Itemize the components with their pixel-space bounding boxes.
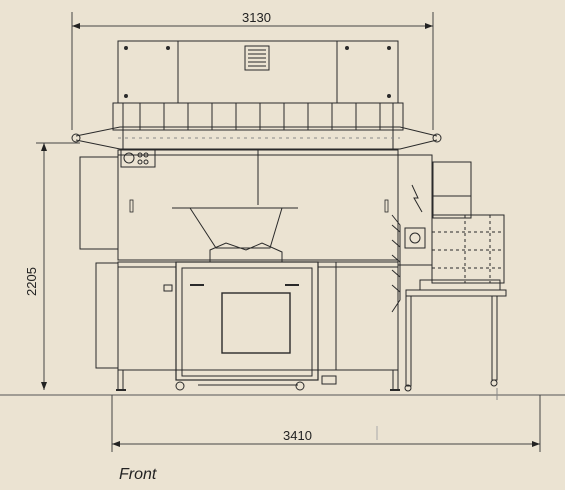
- lower-right-cabinet: [317, 261, 399, 371]
- side-conveyor-stand: [404, 214, 507, 400]
- left-side-panel: [79, 156, 119, 369]
- conveyor-belt: [71, 126, 442, 150]
- base-feet: [116, 369, 400, 391]
- dimension-top-label: 3130: [242, 10, 271, 25]
- dimension-height-label: 2205: [24, 267, 39, 296]
- view-caption: Front: [119, 466, 157, 483]
- dimension-bottom-label: 3410: [283, 428, 312, 443]
- dimension-top: 3130: [71, 10, 434, 130]
- trolley: [175, 261, 319, 391]
- control-panel: [120, 148, 156, 168]
- dimension-height: 2205: [24, 142, 80, 390]
- right-electrical-box: [397, 154, 433, 266]
- lower-left-cabinet: [117, 261, 177, 371]
- side-chute: [391, 214, 401, 313]
- motor-housing: [432, 161, 472, 219]
- dimension-bottom: 3410: [111, 395, 541, 452]
- dough-hopper: [172, 150, 298, 263]
- vent-grille: [244, 45, 270, 71]
- compartment-row: [112, 102, 404, 150]
